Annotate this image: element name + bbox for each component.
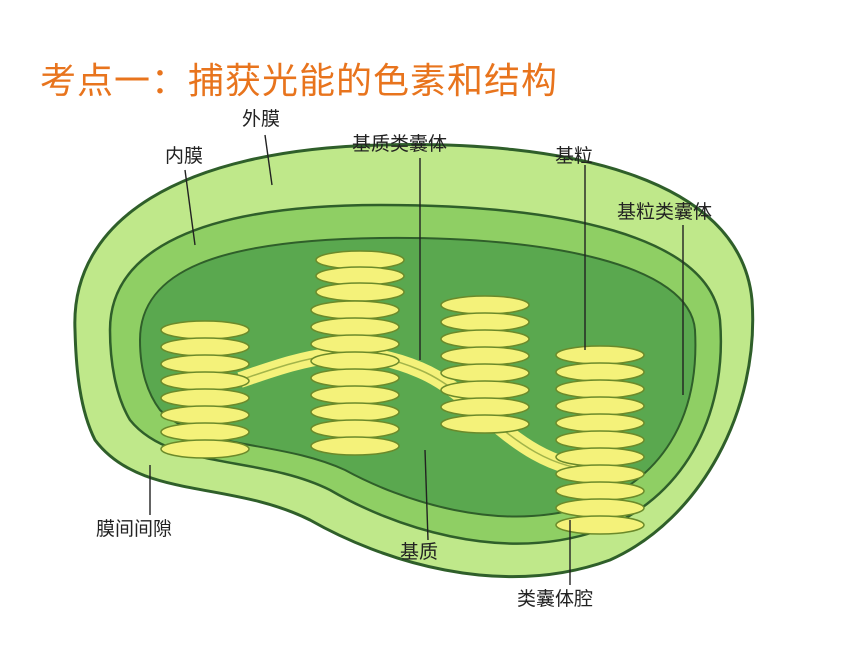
label-outer-membrane: 外膜	[242, 108, 280, 130]
label-stroma-thylakoid: 基质类囊体	[352, 133, 447, 155]
label-thylakoid-lumen: 类囊体腔	[517, 588, 593, 610]
granum-right-front	[555, 345, 645, 535]
leader-lines	[149, 134, 684, 585]
granum-top	[315, 250, 405, 302]
label-granum: 基粒	[555, 145, 593, 167]
label-intermembrane-space: 膜间间隙	[96, 518, 172, 540]
granum-center	[310, 300, 400, 456]
label-grana-thylakoid: 基粒类囊体	[617, 201, 712, 223]
label-inner-membrane: 内膜	[165, 145, 203, 167]
slide-title: 考点一：捕获光能的色素和结构	[40, 61, 559, 102]
label-stroma: 基质	[400, 541, 438, 563]
